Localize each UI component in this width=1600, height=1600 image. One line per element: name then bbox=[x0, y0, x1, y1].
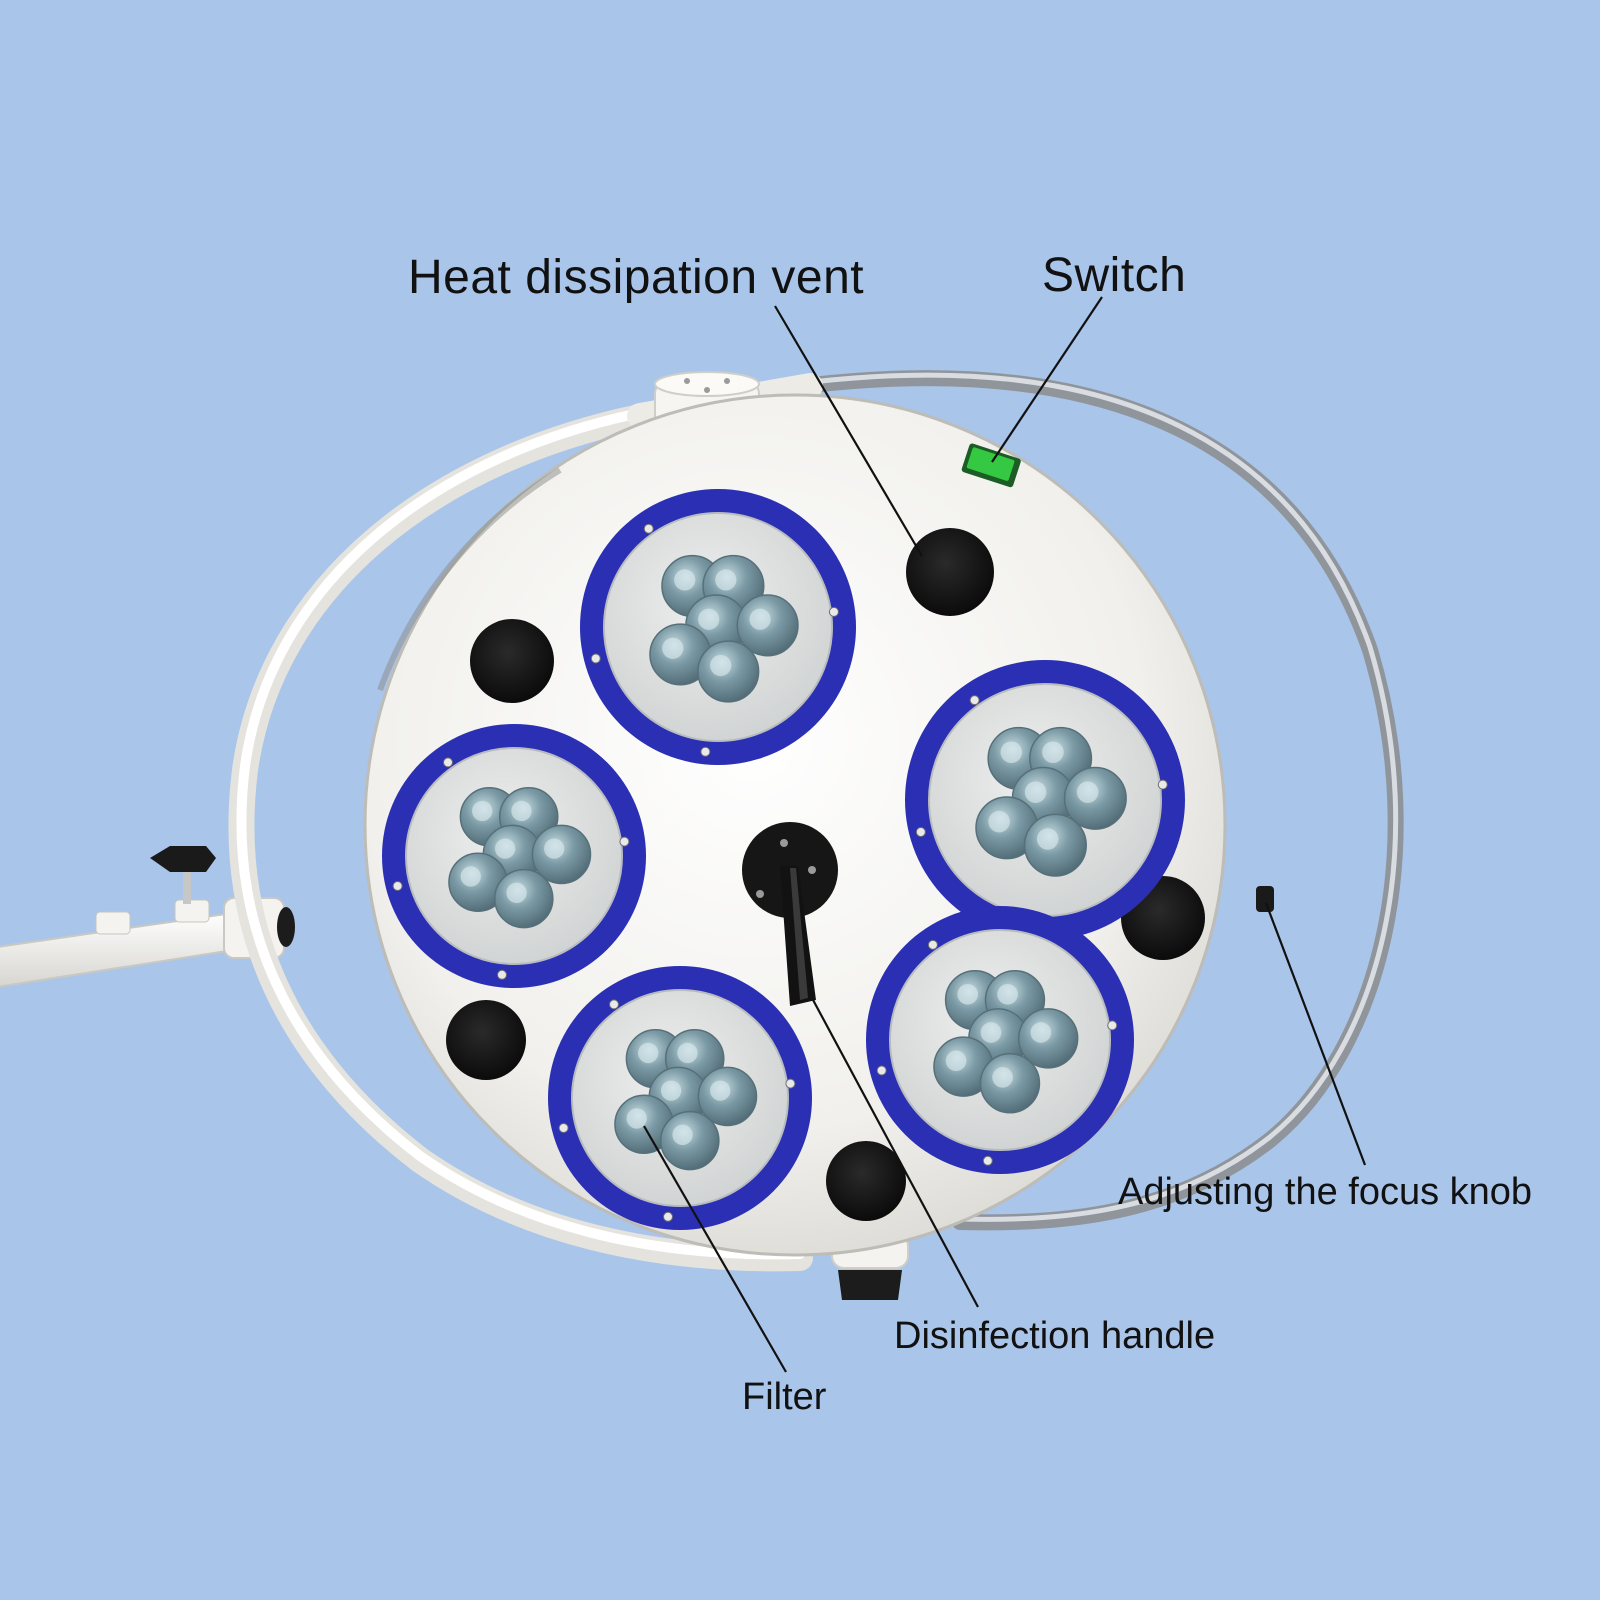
leader-lines bbox=[643, 296, 1367, 1373]
vents bbox=[446, 528, 1205, 1221]
led-module-left bbox=[382, 724, 646, 988]
led-module-top bbox=[580, 489, 856, 765]
led-module-right bbox=[905, 660, 1185, 940]
led-module-bottom-right bbox=[866, 906, 1134, 1174]
label-focus-knob: Adjusting the focus knob bbox=[1118, 1171, 1533, 1213]
led-module-bottom-left bbox=[548, 966, 812, 1230]
led-modules bbox=[382, 489, 1185, 1230]
label-filter: Filter bbox=[742, 1376, 827, 1418]
label-heat-dissipation-vent: Heat dissipation vent bbox=[408, 251, 865, 304]
label-switch: Switch bbox=[1042, 249, 1187, 302]
lock-knob bbox=[150, 846, 216, 872]
bottom-knob bbox=[838, 1270, 902, 1300]
power-switch bbox=[961, 443, 1021, 488]
side-focus-knob bbox=[1256, 886, 1274, 912]
label-disinfection-handle: Disinfection handle bbox=[894, 1315, 1216, 1357]
